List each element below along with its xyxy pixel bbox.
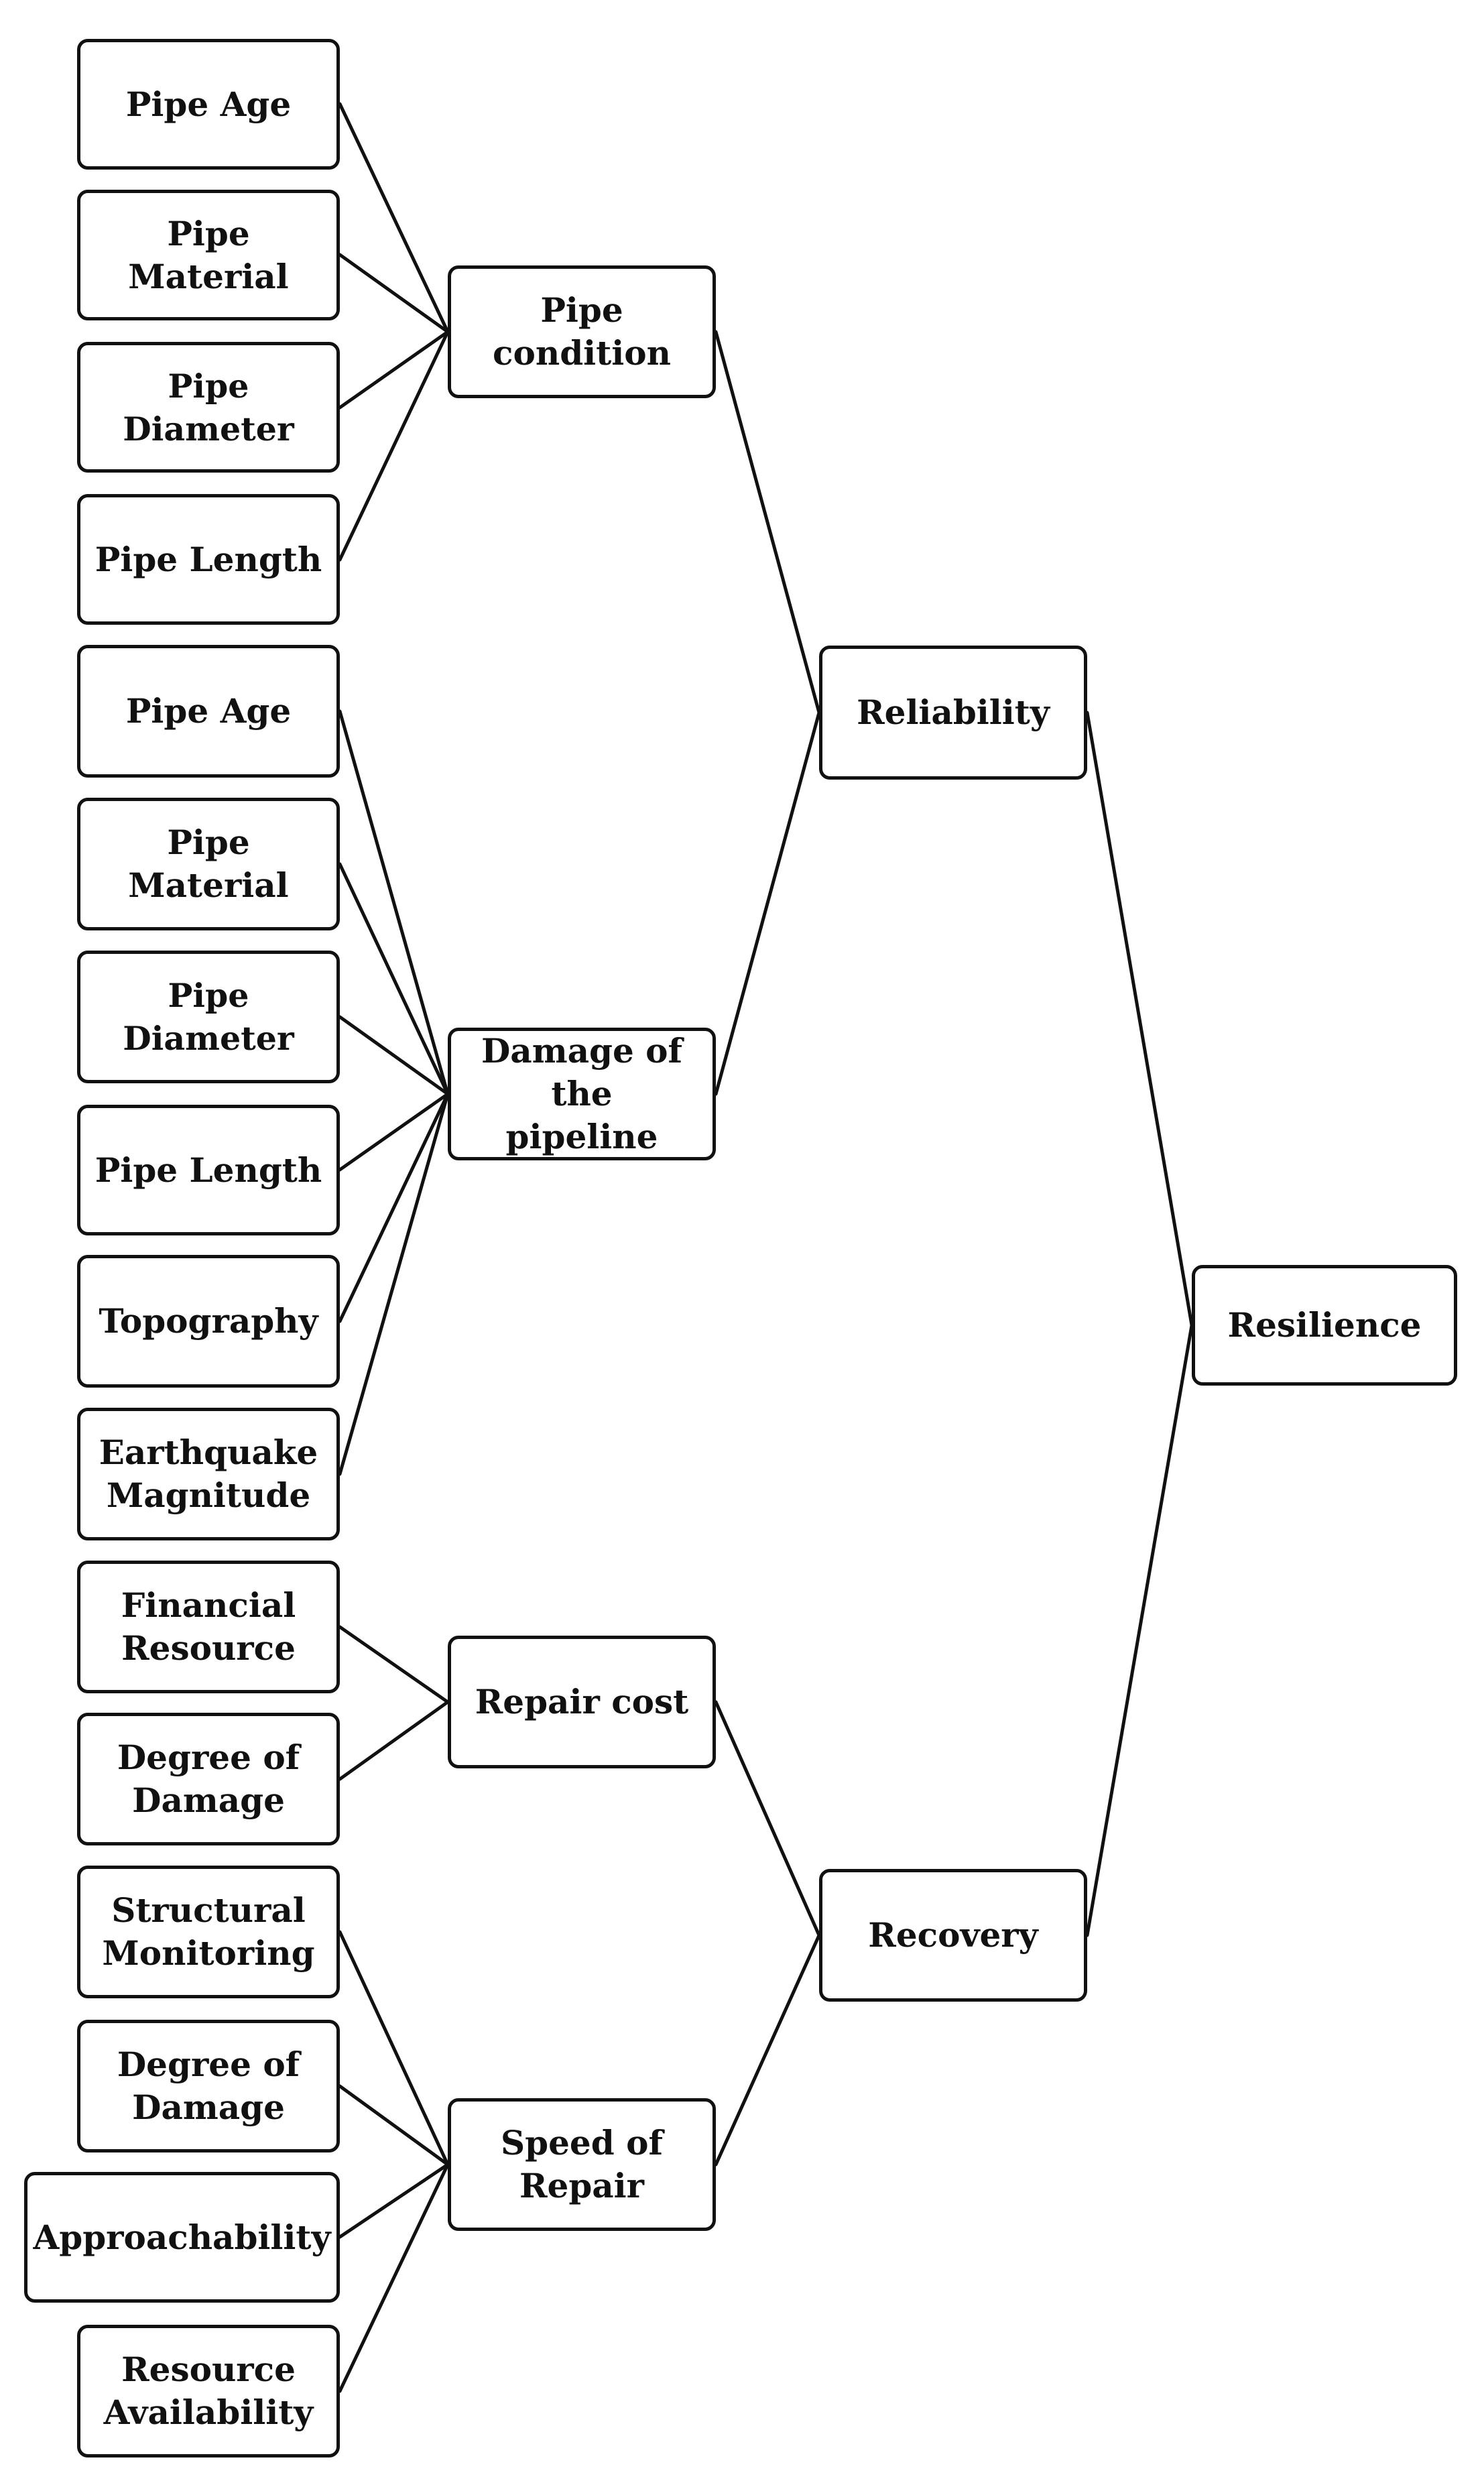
factor-pipe-material: Pipe Material	[77, 798, 340, 930]
connector-line	[338, 1015, 450, 1096]
factor-pipe-age: Pipe Age	[77, 645, 340, 778]
connector-line	[338, 1092, 450, 1323]
node-reliability: Reliability	[819, 646, 1087, 780]
node-pipe-condition: Pipe condition	[448, 265, 716, 398]
connector-line	[338, 102, 450, 334]
factor-pipe-diameter: Pipe Diameter	[77, 951, 340, 1083]
factor-pipe-diameter: Pipe Diameter	[77, 342, 340, 473]
factor-resource-availability: Resource Availability	[77, 2325, 340, 2457]
factor-degree-of-damage: Degree of Damage	[77, 2020, 340, 2152]
factor-pipe-material: Pipe Material	[77, 190, 340, 320]
factor-financial-resource: Financial Resource	[77, 1561, 340, 1693]
connector-line	[1085, 1323, 1194, 1937]
connector-line	[714, 1700, 821, 1937]
connector-line	[338, 330, 450, 562]
factor-degree-of-damage: Degree of Damage	[77, 1713, 340, 1845]
connector-line	[338, 2163, 450, 2393]
connector-line	[338, 1625, 450, 1704]
connector-line	[714, 330, 821, 715]
node-damage-of-the-pipeline: Damage of the pipeline	[448, 1028, 716, 1160]
node-recovery: Recovery	[819, 1869, 1087, 2002]
connector-line	[338, 253, 450, 334]
factor-pipe-age: Pipe Age	[77, 39, 340, 170]
connector-line	[338, 1700, 450, 1781]
connector-line	[714, 711, 821, 1096]
factor-pipe-length: Pipe Length	[77, 1105, 340, 1235]
connector-line	[338, 862, 450, 1096]
factor-approachability: Approachability	[24, 2172, 340, 2303]
connector-line	[338, 2084, 450, 2167]
node-resilience: Resilience	[1192, 1265, 1457, 1386]
connector-line	[338, 1092, 450, 1172]
node-speed-of-repair: Speed of Repair	[448, 2098, 716, 2231]
connector-line	[714, 1933, 821, 2167]
factor-pipe-length: Pipe Length	[77, 494, 340, 625]
connector-line	[338, 1092, 450, 1476]
factor-earthquake-magnitude: Earthquake Magnitude	[77, 1408, 340, 1540]
connector-line	[1085, 711, 1194, 1327]
connector-line	[338, 330, 450, 410]
connector-line	[338, 709, 450, 1096]
connector-line	[338, 2163, 450, 2239]
node-repair-cost: Repair cost	[448, 1636, 716, 1768]
connector-line	[338, 1930, 450, 2167]
factor-structural-monitoring: Structural Monitoring	[77, 1866, 340, 1998]
factor-topography: Topography	[77, 1255, 340, 1388]
